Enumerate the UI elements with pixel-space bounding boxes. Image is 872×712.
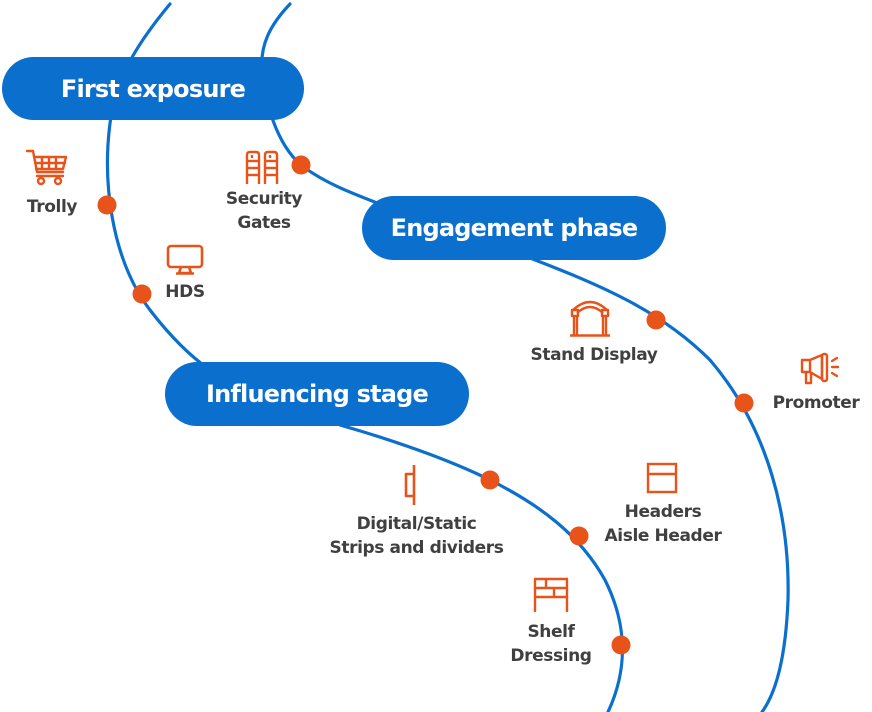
touchpoint-dot-hds (132, 284, 152, 304)
touchpoint-dot-shelf-dressing (611, 635, 631, 655)
stage-label: Engagement phase (390, 214, 639, 242)
touchpoint-dot-security-gates (291, 155, 311, 175)
touchpoint-label-strips-dividers: Digital/Static Strips and dividers (314, 512, 519, 560)
label-line: Shelf (527, 622, 575, 642)
label-line: Promoter (772, 393, 860, 413)
touchpoint-dot-promoter (734, 393, 754, 413)
touchpoint-label-promoter: Promoter (766, 391, 866, 415)
touchpoint-label-trolly: Trolly (12, 195, 92, 219)
security-gates-icon (244, 150, 280, 186)
label-line: Security (225, 189, 303, 209)
label-line: Trolly (26, 197, 78, 217)
touchpoint-dot-stand-display (646, 310, 666, 330)
journey-path-middle (260, 2, 392, 210)
stage-pill-engagement-phase: Engagement phase (362, 196, 666, 260)
touchpoint-label-stand-display: Stand Display (519, 343, 669, 367)
label-line: Stand Display (530, 345, 658, 365)
header-panel-icon (646, 462, 678, 494)
arch-stand-icon (568, 296, 612, 338)
touchpoint-dot-strips-dividers (480, 470, 500, 490)
shelf-icon (532, 577, 570, 613)
shopping-cart-icon (25, 148, 69, 188)
stage-pill-first-exposure: First exposure (2, 57, 304, 120)
shelf-strip-icon (402, 463, 418, 507)
touchpoint-label-shelf-dressing: Shelf Dressing (501, 620, 601, 668)
stage-label: First exposure (60, 74, 246, 103)
megaphone-icon (800, 352, 842, 386)
touchpoint-label-hds: HDS (155, 280, 215, 304)
monitor-icon (166, 244, 204, 276)
label-line: Digital/Static (356, 514, 477, 534)
label-line: Headers (624, 502, 702, 522)
label-line: Dressing (510, 646, 592, 666)
label-line: Gates (237, 213, 291, 233)
stage-pill-influencing-stage: Influencing stage (165, 362, 469, 426)
touchpoint-dot-headers (569, 526, 589, 546)
touchpoint-label-security-gates: Security Gates (214, 187, 314, 235)
stage-label: Influencing stage (205, 380, 429, 408)
journey-path-right (528, 256, 790, 712)
journey-path-bottom (338, 423, 624, 712)
label-line: HDS (165, 282, 205, 302)
label-line: Aisle Header (604, 526, 722, 546)
touchpoint-label-headers: Headers Aisle Header (593, 500, 733, 548)
touchpoint-dot-trolly (97, 195, 117, 215)
label-line: Strips and dividers (329, 538, 504, 558)
